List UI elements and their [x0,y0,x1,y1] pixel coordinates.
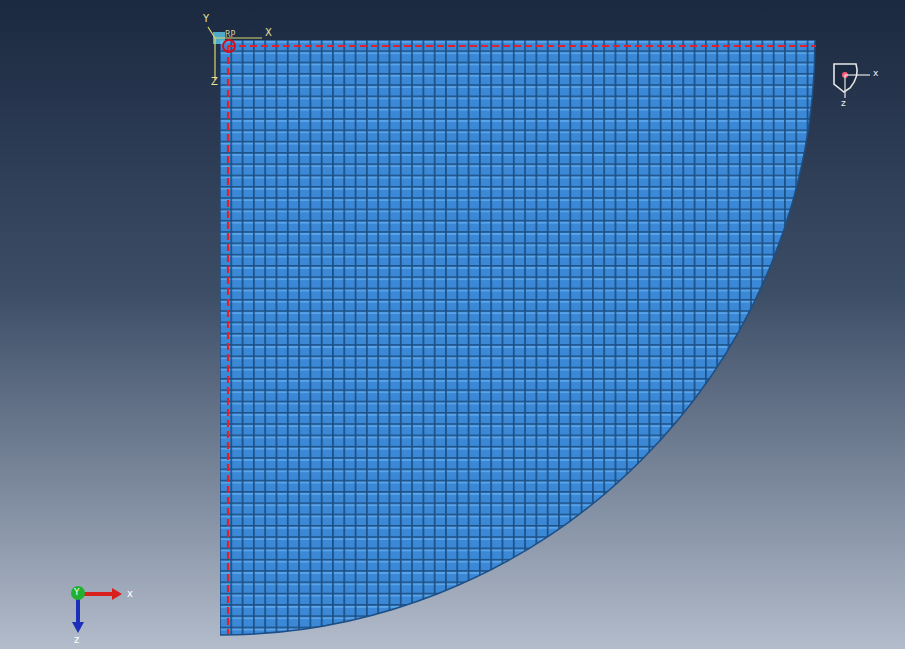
global-axis-triad [71,586,122,633]
axis-label: X [265,28,272,38]
view-cube-icon [834,64,870,98]
reference-point-label: RP [225,31,235,39]
axis-label: x [127,589,133,599]
axis-label: Z [211,77,218,87]
boundary-condition-marks [228,46,816,634]
quarter-disc-mesh [220,40,820,640]
reference-point-triad [208,27,262,80]
axis-label: z [841,99,846,108]
axis-label: Y [74,588,80,597]
axis-label: Y [203,14,209,24]
axis-label: z [74,635,79,645]
axis-label: x [873,69,878,78]
